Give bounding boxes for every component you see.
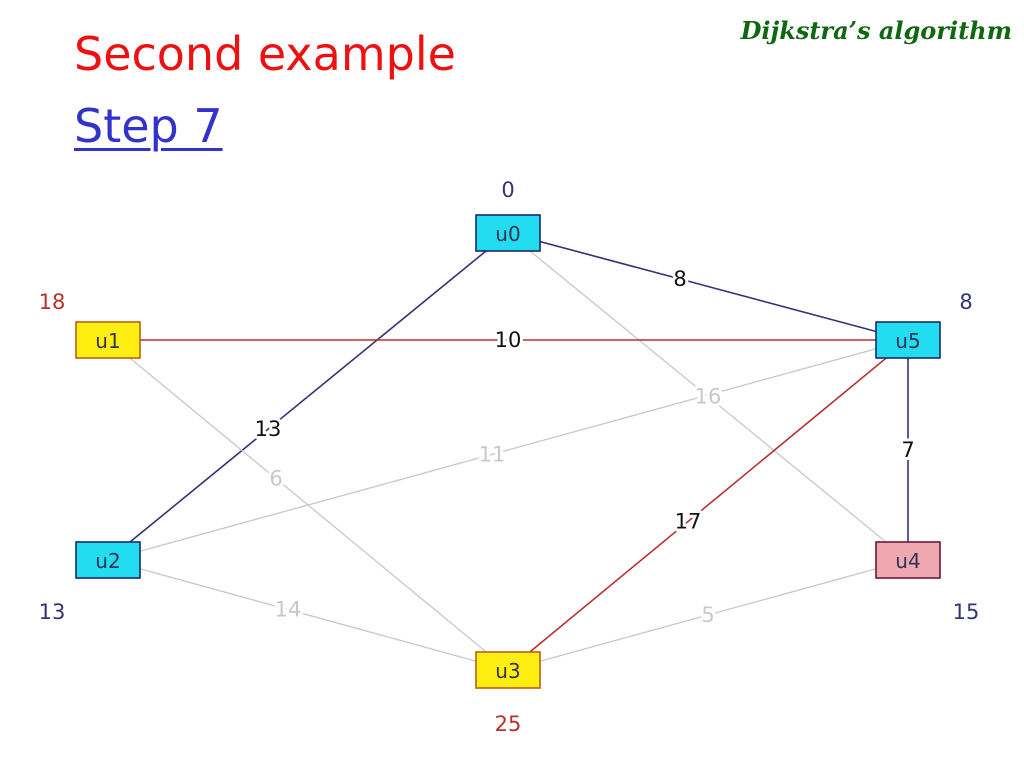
- edge-weight-u5-u4: 7: [901, 438, 914, 462]
- node-box-u5: [875, 321, 941, 359]
- nodes-layer: u0 u1 u2 u3 u4 u5: [75, 214, 941, 689]
- edge-weight-u0-u5: 8: [673, 267, 686, 291]
- edge-labels-layer: 8 13 16 10 6 11 14 17 5 7: [252, 264, 918, 630]
- node-u5: u5: [875, 321, 941, 359]
- edge-u0-u2: [107, 232, 509, 561]
- edge-u0-u5: [507, 232, 909, 341]
- distance-label-u3: 25: [495, 712, 522, 736]
- node-label-u5: u5: [895, 329, 920, 353]
- edge-u3-u4: [507, 559, 909, 671]
- edge-weight-u1-u3: 6: [269, 467, 282, 491]
- distance-label-u1: 18: [39, 290, 66, 314]
- node-u4: u4: [875, 541, 941, 579]
- node-label-u0: u0: [495, 222, 520, 246]
- edge-weight-u0-u2: 13: [255, 417, 282, 441]
- edge-u0-u4: [507, 232, 909, 561]
- distance-labels-layer: 0 18 13 25 15 8: [39, 178, 980, 736]
- slide-title: Second example: [74, 27, 456, 81]
- edge-u2-u5: [107, 339, 909, 561]
- node-box-u4: [875, 541, 941, 579]
- step-link[interactable]: Step 7: [74, 99, 223, 153]
- distance-label-u2: 13: [39, 600, 66, 624]
- edge-weight-u1-u5: 10: [495, 328, 522, 352]
- node-box-u2: [75, 541, 141, 579]
- distance-label-u5: 8: [959, 290, 972, 314]
- edge-weight-u2-u3: 14: [275, 598, 302, 622]
- edge-weight-u3-u5: 17: [675, 510, 702, 534]
- distance-label-u0: 0: [501, 178, 514, 202]
- edges-layer: [107, 232, 909, 671]
- edge-u3-u5: [507, 339, 909, 671]
- node-label-u2: u2: [95, 549, 120, 573]
- edge-weight-u0-u4: 16: [695, 385, 722, 409]
- node-label-u1: u1: [95, 329, 120, 353]
- node-box-u0: [475, 214, 541, 252]
- edge-weight-u2-u5: 11: [479, 442, 506, 466]
- edge-u2-u3: [107, 559, 509, 671]
- node-box-u3: [475, 651, 541, 689]
- edge-weight-u3-u4: 5: [701, 603, 714, 627]
- node-u0: u0: [475, 214, 541, 252]
- node-u3: u3: [475, 651, 541, 689]
- distance-label-u4: 15: [953, 600, 980, 624]
- node-label-u3: u3: [495, 659, 520, 683]
- node-box-u1: [75, 321, 141, 359]
- header-caption: Dijkstra’s algorithm: [740, 16, 1012, 45]
- node-u2: u2: [75, 541, 141, 579]
- node-u1: u1: [75, 321, 141, 359]
- node-label-u4: u4: [895, 549, 920, 573]
